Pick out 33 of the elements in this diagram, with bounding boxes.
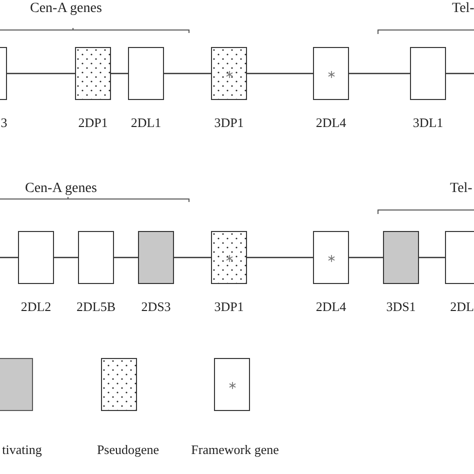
gene-label: 2DL1 xyxy=(130,116,162,129)
connector-line xyxy=(0,256,18,258)
connector-line xyxy=(349,72,410,74)
gene-label: 2DL4 xyxy=(316,300,346,313)
gene-label: 3DP1 xyxy=(214,116,244,129)
gene-label: 3 xyxy=(0,116,8,129)
gene-label: 3DS1 xyxy=(386,300,416,313)
gene-label: 3DL1 xyxy=(412,116,444,129)
gene-label: 2DS3 xyxy=(141,300,171,313)
legend-label: tivating xyxy=(1,441,43,459)
gene-label: 3DP1 xyxy=(214,300,244,313)
gene-label: 2DL2 xyxy=(20,300,52,313)
connector-line xyxy=(174,256,211,258)
group-heading: Cen-A genes xyxy=(30,2,102,16)
group-heading: Tel- xyxy=(450,182,472,196)
connector-line xyxy=(164,72,211,74)
connector-line xyxy=(7,72,75,74)
connector-line xyxy=(247,72,313,74)
connector-line xyxy=(247,256,313,258)
legend-label: Pseudogene xyxy=(96,441,160,459)
connector-line xyxy=(54,256,78,258)
connector-line xyxy=(111,72,128,74)
gene-label: 2DP1 xyxy=(78,116,108,129)
connector-line xyxy=(349,256,383,258)
gene-label: 2DL5B xyxy=(76,300,116,313)
connector-line xyxy=(419,256,445,258)
connector-line xyxy=(446,72,474,74)
gene-label: 2DL4 xyxy=(316,116,346,129)
legend-label: Framework gene xyxy=(190,441,280,459)
group-heading: Cen-A genes xyxy=(25,182,97,196)
gene-label: 2DL xyxy=(450,300,474,313)
connector-line xyxy=(114,256,138,258)
group-heading: Tel- xyxy=(452,2,474,16)
